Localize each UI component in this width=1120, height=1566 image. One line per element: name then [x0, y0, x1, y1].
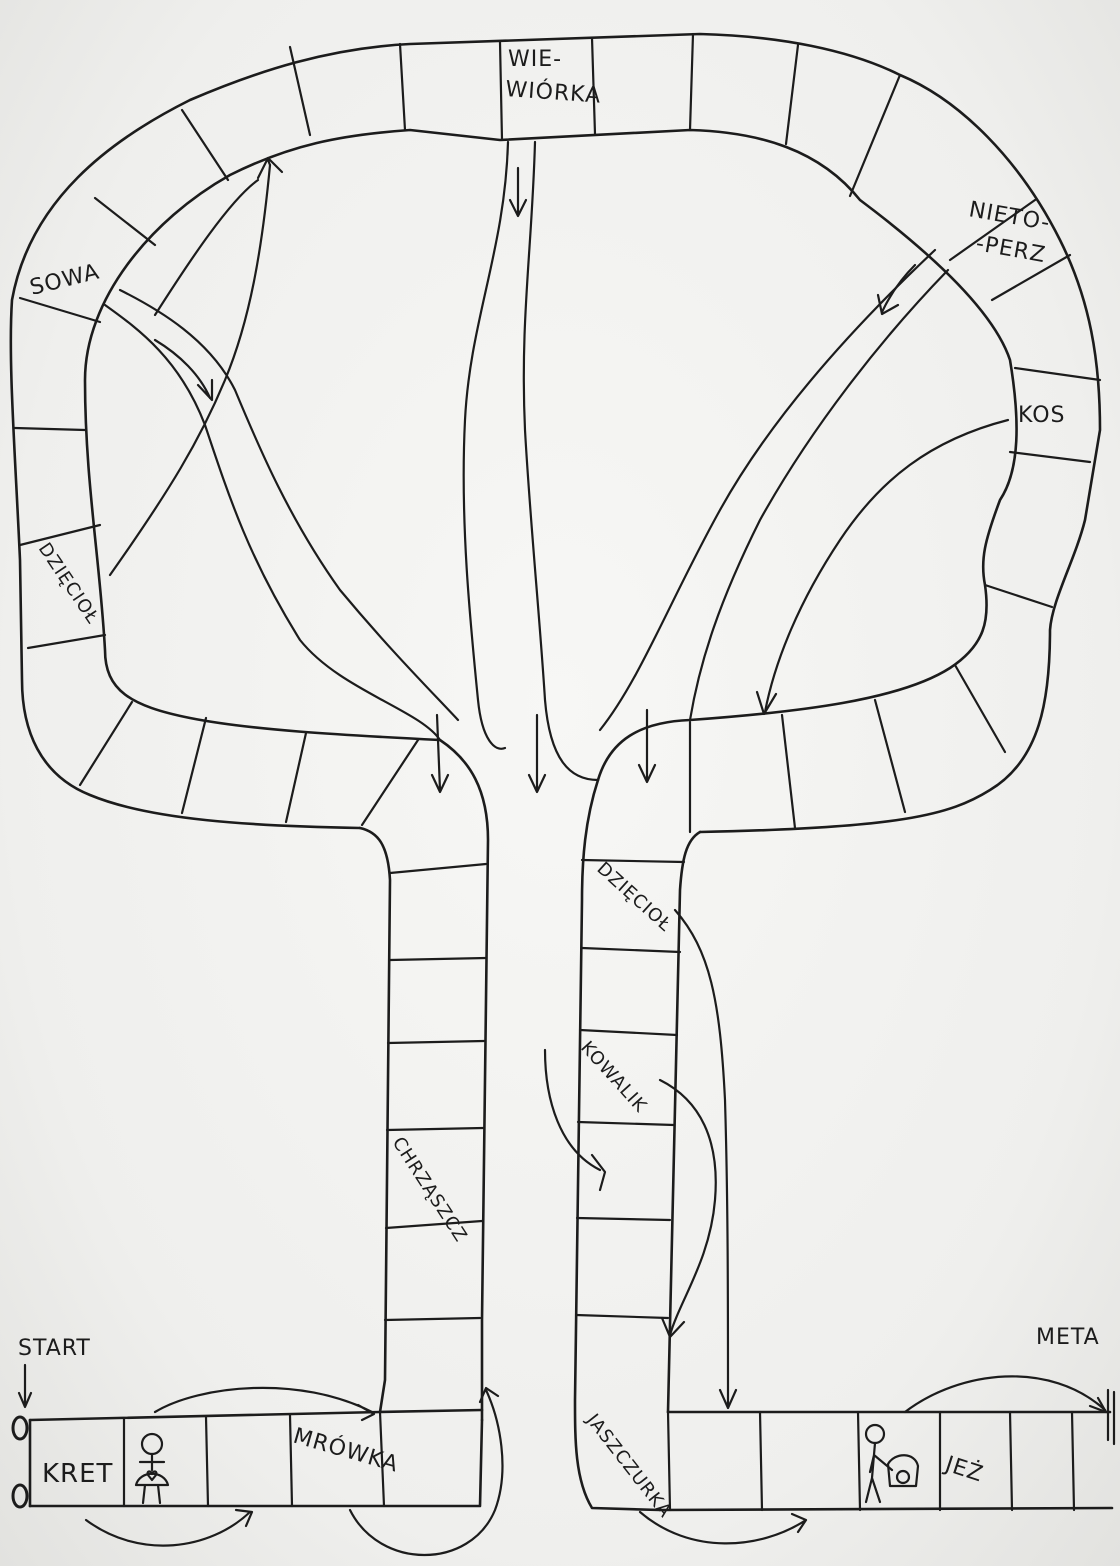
start-pawn-marker-icon: [13, 1417, 27, 1507]
start-label: START: [18, 1336, 91, 1361]
field-label-hedgehog: JEŻ: [940, 1450, 987, 1487]
field-label-squirrel-1: WIE-: [508, 47, 562, 72]
finish-label: META: [1036, 1325, 1100, 1350]
trunk-left-outer: [360, 828, 390, 1412]
field-label-mole: KRET: [42, 1459, 113, 1489]
canopy-inner-edge: [85, 130, 1017, 780]
bottom-right-row: [660, 1412, 1112, 1510]
field-label-woodpecker-left: DZIĘCIOŁ: [34, 539, 103, 628]
canopy-outer-edge: [11, 34, 1100, 832]
person-with-basket-icon: [866, 1425, 918, 1502]
field-label-owl: SOWA: [27, 259, 102, 300]
field-label-squirrel-2: WIÓRKA: [505, 76, 603, 109]
arrows: [19, 158, 1114, 1555]
field-label-ant: MRÓWKA: [290, 1423, 401, 1478]
field-label-blackbird: KOS: [1018, 403, 1066, 428]
canopy-dividers: [15, 34, 1100, 832]
girl-figure-icon: [136, 1434, 168, 1503]
field-label-lizard: JASZCZURKA: [581, 1409, 675, 1522]
trunk-left-dividers: [385, 864, 486, 1320]
field-label-beetle: CHRZĄSZCZ: [388, 1133, 471, 1246]
field-label-woodpecker-trunk: DZIĘCIOŁ: [593, 858, 676, 936]
branch-lines: [105, 142, 1008, 780]
field-label-bat-2: -PERZ: [974, 231, 1048, 268]
field-label-nuthatch: KOWALIK: [576, 1037, 651, 1117]
bottom-left-row: [30, 1410, 482, 1506]
